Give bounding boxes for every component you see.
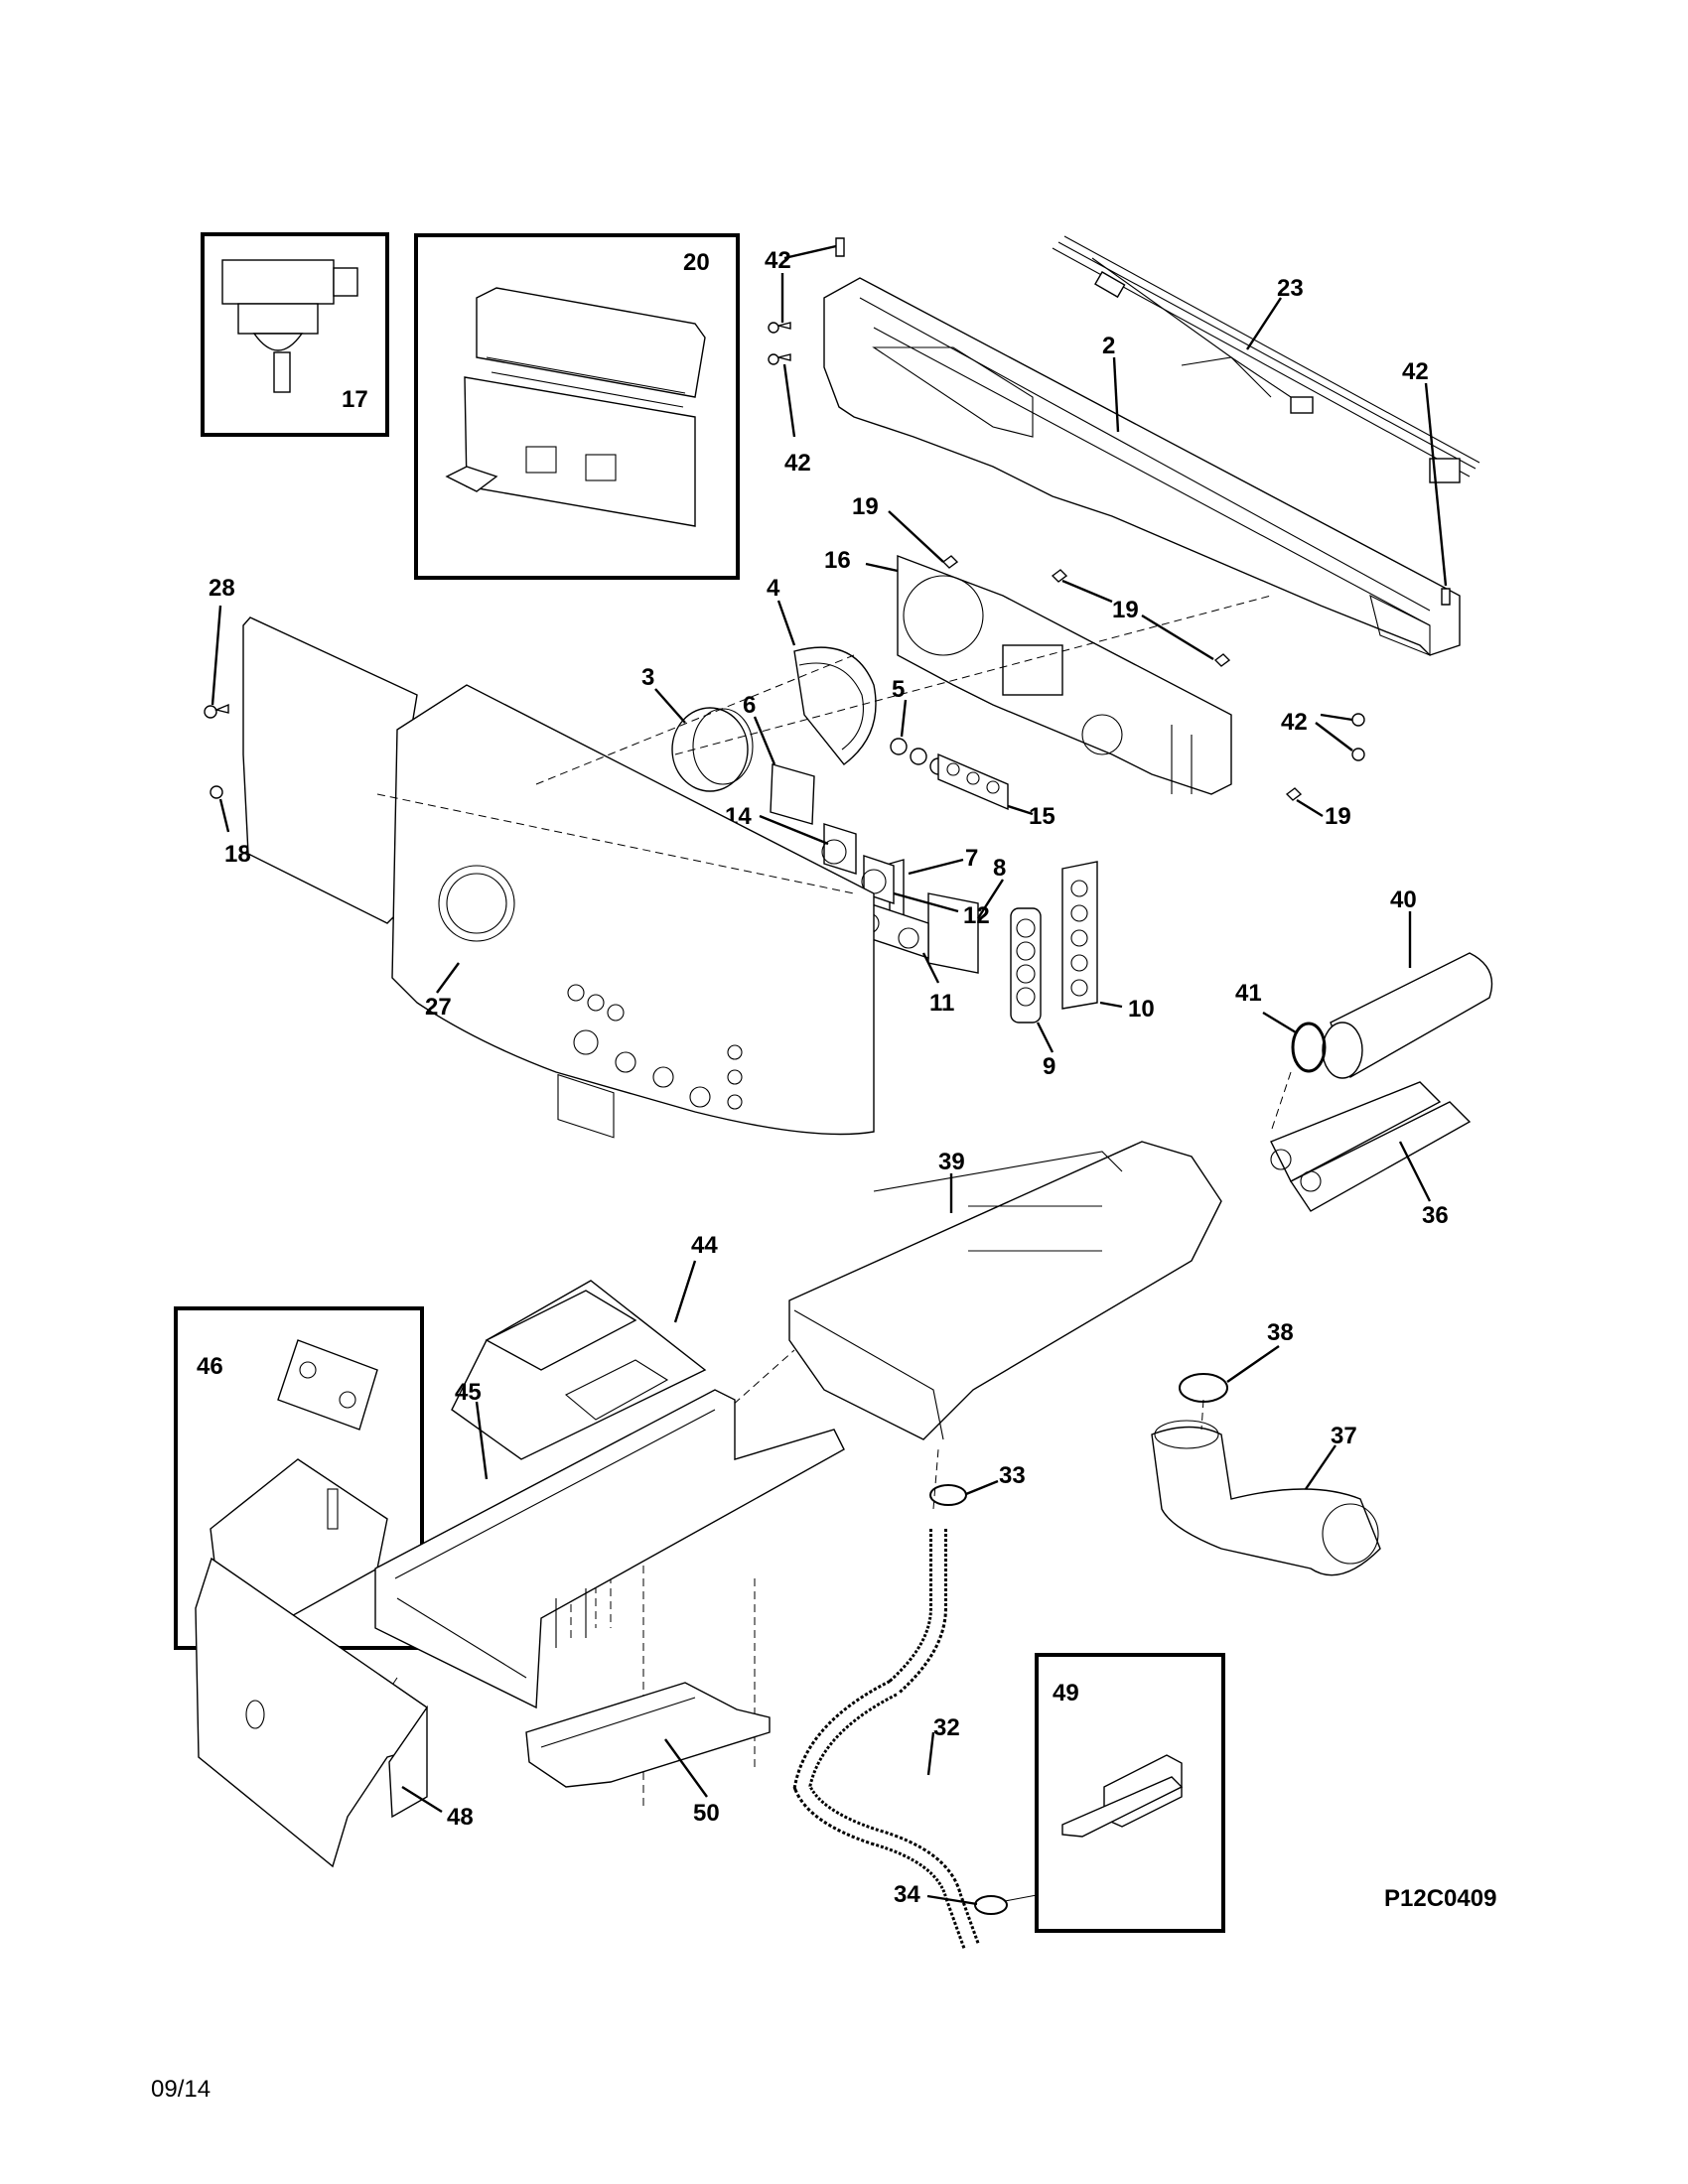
siphon-cover-part-50[interactable] xyxy=(525,1682,771,1788)
screw-42-right-lower-b[interactable] xyxy=(1351,748,1365,761)
callout-38: 38 xyxy=(1267,1319,1294,1346)
callout-42-left: 42 xyxy=(784,450,811,477)
callout-42-top: 42 xyxy=(765,247,791,274)
screw-42-left-lower[interactable] xyxy=(768,353,791,365)
callout-41: 41 xyxy=(1235,980,1262,1007)
date-code: 09/14 xyxy=(151,2076,211,2103)
callout-37: 37 xyxy=(1331,1423,1357,1449)
dispenser-drawer-part-45[interactable] xyxy=(374,1389,845,1709)
inset-box-20: 20 xyxy=(414,233,740,580)
hose-clamp-part-33[interactable] xyxy=(929,1484,967,1506)
callout-11: 11 xyxy=(929,990,954,1017)
console-frame-part-2[interactable] xyxy=(823,277,1461,656)
callout-19-right: 19 xyxy=(1325,803,1351,830)
callout-42-right-lower: 42 xyxy=(1281,709,1308,736)
callout-46: 46 xyxy=(197,1353,223,1380)
screw-42-top[interactable] xyxy=(835,237,845,257)
callout-2: 2 xyxy=(1102,333,1115,359)
control-board-part-16[interactable] xyxy=(897,554,1232,795)
callout-3: 3 xyxy=(641,664,654,691)
button-strip-part-15[interactable] xyxy=(937,752,1009,811)
screw-28[interactable] xyxy=(204,703,229,719)
callout-33: 33 xyxy=(999,1462,1026,1489)
callout-27: 27 xyxy=(425,994,452,1021)
screw-19-right[interactable] xyxy=(1285,787,1303,801)
callout-40: 40 xyxy=(1390,887,1417,913)
screw-18-upper[interactable] xyxy=(210,785,223,799)
dispenser-housing-part-39[interactable] xyxy=(788,1141,1222,1440)
callout-20: 20 xyxy=(683,249,710,276)
callout-28: 28 xyxy=(209,575,235,602)
screw-19-mid-end[interactable] xyxy=(1213,653,1231,667)
control-board-module-part[interactable]: 20 xyxy=(445,249,710,527)
screw-19-top[interactable] xyxy=(941,555,959,569)
callout-44: 44 xyxy=(691,1232,718,1259)
button-column-part-9[interactable] xyxy=(1010,907,1042,1024)
bellows-hose-part-37[interactable] xyxy=(1151,1420,1381,1576)
display-lens-part-6[interactable] xyxy=(770,763,815,825)
light-ring-part-4[interactable] xyxy=(793,646,877,765)
callout-50: 50 xyxy=(693,1800,720,1827)
callout-19-top: 19 xyxy=(852,493,879,520)
screw-42-left-upper[interactable] xyxy=(768,322,791,334)
callout-16: 16 xyxy=(824,547,851,574)
water-valve-part-36[interactable] xyxy=(1270,1081,1472,1212)
detergent-cup-part-46[interactable] xyxy=(210,1339,388,1619)
callout-45: 45 xyxy=(455,1379,482,1406)
drain-hose-part-32[interactable] xyxy=(792,1529,980,1950)
screw-19-mid[interactable] xyxy=(1051,569,1068,583)
callout-12: 12 xyxy=(963,902,990,929)
callout-23: 23 xyxy=(1277,275,1304,302)
callout-15: 15 xyxy=(1029,803,1055,830)
o-ring-part-41[interactable] xyxy=(1291,1022,1327,1073)
callout-8: 8 xyxy=(993,855,1006,882)
callout-4: 4 xyxy=(767,575,780,602)
hose-clamp-part-38[interactable] xyxy=(1179,1373,1228,1403)
callout-7: 7 xyxy=(965,845,978,872)
callout-19-mid: 19 xyxy=(1112,597,1139,623)
callout-5: 5 xyxy=(892,676,905,703)
clip-part-49[interactable] xyxy=(1061,1754,1184,1838)
callout-42-right: 42 xyxy=(1402,358,1429,385)
callout-17: 17 xyxy=(342,386,368,413)
button-column-part-10[interactable] xyxy=(1061,861,1098,1010)
callout-48: 48 xyxy=(447,1804,474,1831)
callout-39: 39 xyxy=(938,1149,965,1175)
filter-part-40[interactable] xyxy=(1322,952,1493,1079)
drawer-handle-part-48[interactable] xyxy=(195,1557,428,1868)
callout-49: 49 xyxy=(1053,1680,1079,1706)
pressure-switch-part[interactable] xyxy=(221,259,358,393)
screw-42-right-lower-a[interactable] xyxy=(1351,713,1365,727)
callout-32: 32 xyxy=(933,1714,960,1741)
inset-box-17: 17 xyxy=(201,232,389,437)
drawing-code: P12C0409 xyxy=(1384,1885,1496,1912)
switch-part-14[interactable] xyxy=(821,823,857,875)
inset-box-49: 49 xyxy=(1035,1653,1225,1933)
callout-9: 9 xyxy=(1043,1053,1055,1080)
callout-10: 10 xyxy=(1128,996,1155,1023)
selector-knob-part-3[interactable] xyxy=(671,707,754,792)
screw-42-right[interactable] xyxy=(1441,588,1451,606)
callout-36: 36 xyxy=(1422,1202,1449,1229)
callout-18: 18 xyxy=(224,841,251,868)
console-panel-part-27[interactable] xyxy=(242,616,875,1139)
callout-34: 34 xyxy=(894,1881,920,1908)
dispenser-tray-part-44[interactable] xyxy=(451,1280,707,1460)
